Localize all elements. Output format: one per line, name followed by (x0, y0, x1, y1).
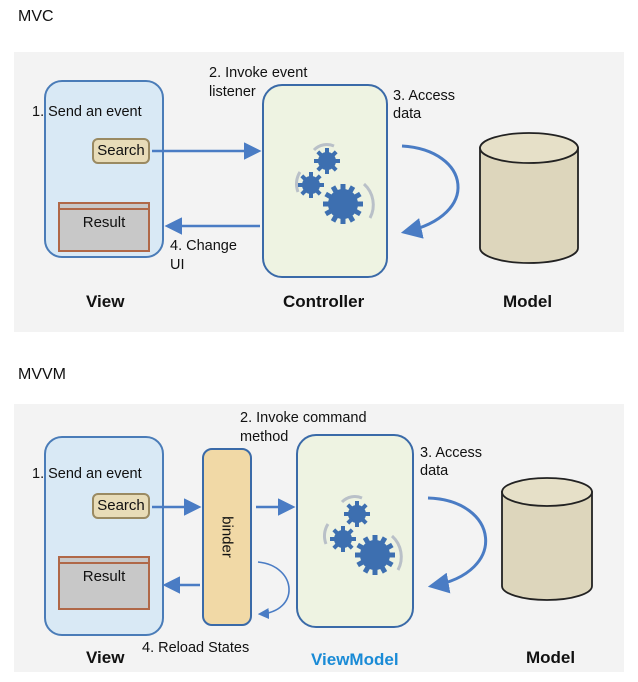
mvvm-access-label-line2: data (420, 463, 449, 479)
mvc-result-header-line (60, 208, 148, 210)
mvvm-result-panel: Result (58, 556, 150, 610)
controller-gears-icon (295, 143, 375, 224)
binder-box: binder (202, 448, 252, 626)
mvc-search-button[interactable]: Search (92, 138, 150, 164)
mvvm-view-caption: View (86, 648, 125, 667)
mvc-invoke-label-line2: listener (209, 84, 256, 100)
mvc-result-label: Result (82, 214, 126, 231)
viewmodel-box (296, 434, 414, 628)
mvvm-arrow-reload-loop (257, 561, 290, 620)
mvvm-result-label: Result (82, 568, 126, 585)
mvvm-invoke-label-line2: method (240, 429, 289, 445)
mvvm-reload-label: 4. Reload States (142, 640, 250, 656)
mvc-result-panel: Result (58, 202, 150, 252)
mvvm-model-database-icon (501, 477, 593, 601)
mvvm-search-button[interactable]: Search (92, 493, 150, 519)
mvc-model-database-icon (479, 132, 579, 264)
mvvm-access-label-line1: 3. Access (420, 445, 483, 461)
mvvm-send-event-label: 1. Send an event (32, 466, 142, 482)
viewmodel-caption: ViewModel (311, 650, 399, 669)
mvc-view-caption: View (86, 292, 125, 311)
mvc-invoke-label-line1: 2. Invoke event (209, 65, 308, 81)
controller-box (262, 84, 388, 278)
mvc-section-title: MVC (18, 8, 54, 25)
mvvm-arrow-access-data (427, 496, 488, 594)
mvvm-invoke-label-line1: 2. Invoke command (240, 410, 367, 426)
mvvm-section-title: MVVM (18, 366, 66, 383)
mvc-arrow-access-data (400, 144, 460, 239)
viewmodel-gears-icon (323, 495, 403, 575)
mvc-change-label-line1: 4. Change (170, 238, 237, 254)
mvc-change-label-line2: UI (170, 257, 185, 273)
mvvm-result-header-line (60, 562, 148, 564)
mvc-send-event-label: 1. Send an event (32, 104, 142, 120)
mvc-model-caption: Model (503, 292, 553, 311)
mvc-access-label-line2: data (393, 106, 422, 122)
mvvm-model-caption: Model (526, 648, 576, 667)
mvc-access-label-line1: 3. Access (393, 88, 456, 104)
controller-caption: Controller (283, 292, 365, 311)
